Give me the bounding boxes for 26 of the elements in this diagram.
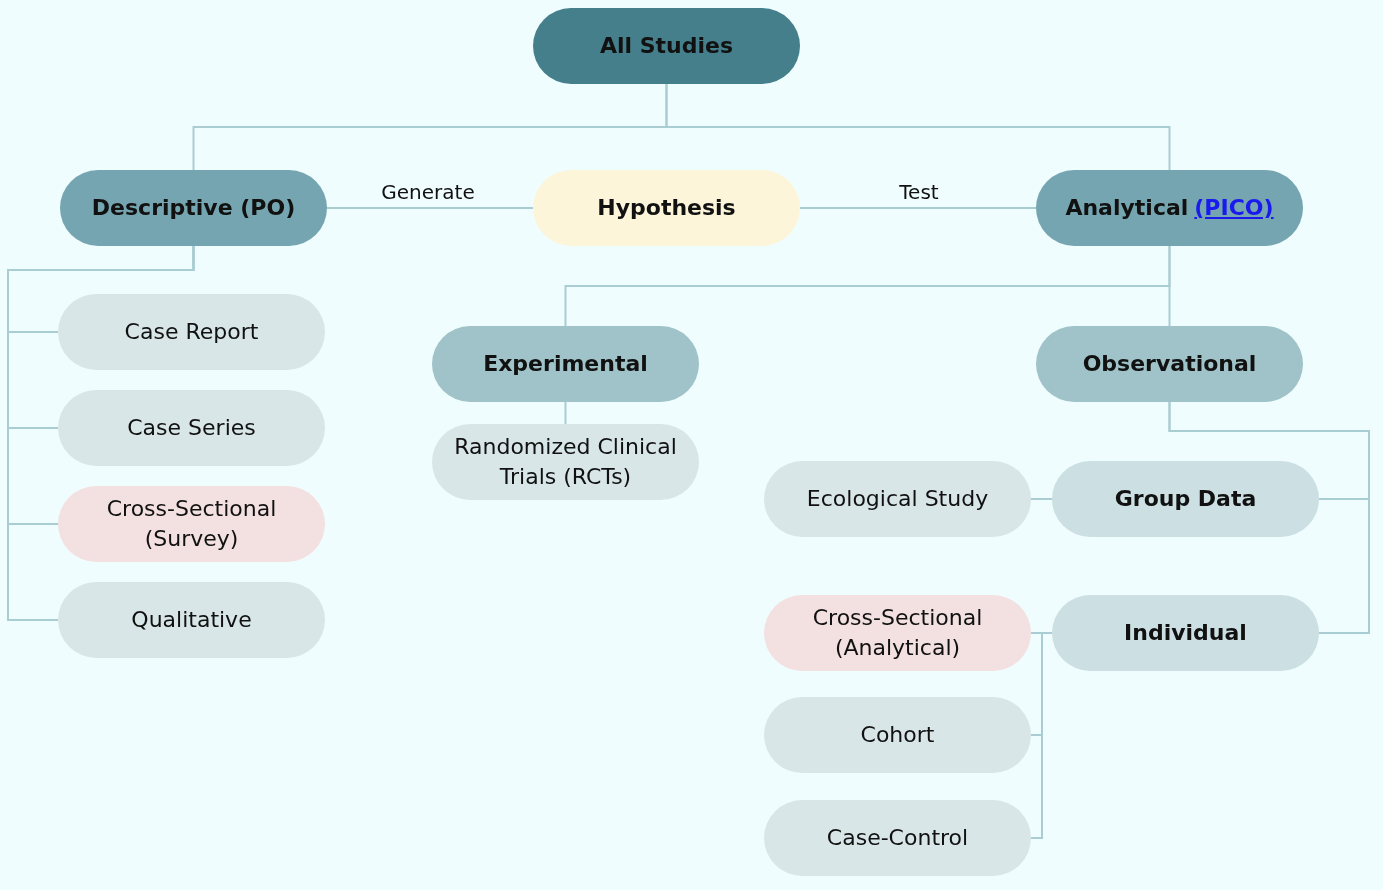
connector-line	[1168, 245, 1171, 327]
connector-line	[1168, 401, 1370, 634]
node-label: Hypothesis	[597, 195, 736, 221]
node-label: Cross-Sectional (Survey)	[106, 496, 277, 551]
connector-line	[1030, 632, 1053, 839]
connector-line	[564, 401, 567, 425]
node-label: All Studies	[599, 33, 734, 59]
node-label: Experimental	[483, 351, 648, 377]
node-label: Case Series	[127, 415, 256, 441]
connector-line	[326, 207, 534, 209]
node-label: Case-Control	[826, 825, 969, 851]
connector-line	[799, 207, 1037, 209]
node-label: Case Report	[124, 319, 259, 345]
node-label: Group Data	[1114, 486, 1257, 512]
node-label: Analytical	[1065, 195, 1189, 221]
node-label: Individual	[1124, 620, 1247, 646]
node-label: Ecological Study	[806, 486, 989, 512]
pico-link: (PICO)	[1194, 195, 1274, 221]
connector-line	[665, 83, 1171, 171]
node-label: Cross-Sectional (Analytical)	[812, 605, 983, 660]
node-label: Qualitative	[131, 607, 252, 633]
node-label: Descriptive (PO)	[91, 195, 296, 221]
node-label: Randomized Clinical Trials (RCTs)	[454, 434, 677, 489]
connector-line	[1030, 498, 1053, 500]
node-label: Cohort	[860, 722, 935, 748]
node-label: Observational	[1082, 351, 1257, 377]
